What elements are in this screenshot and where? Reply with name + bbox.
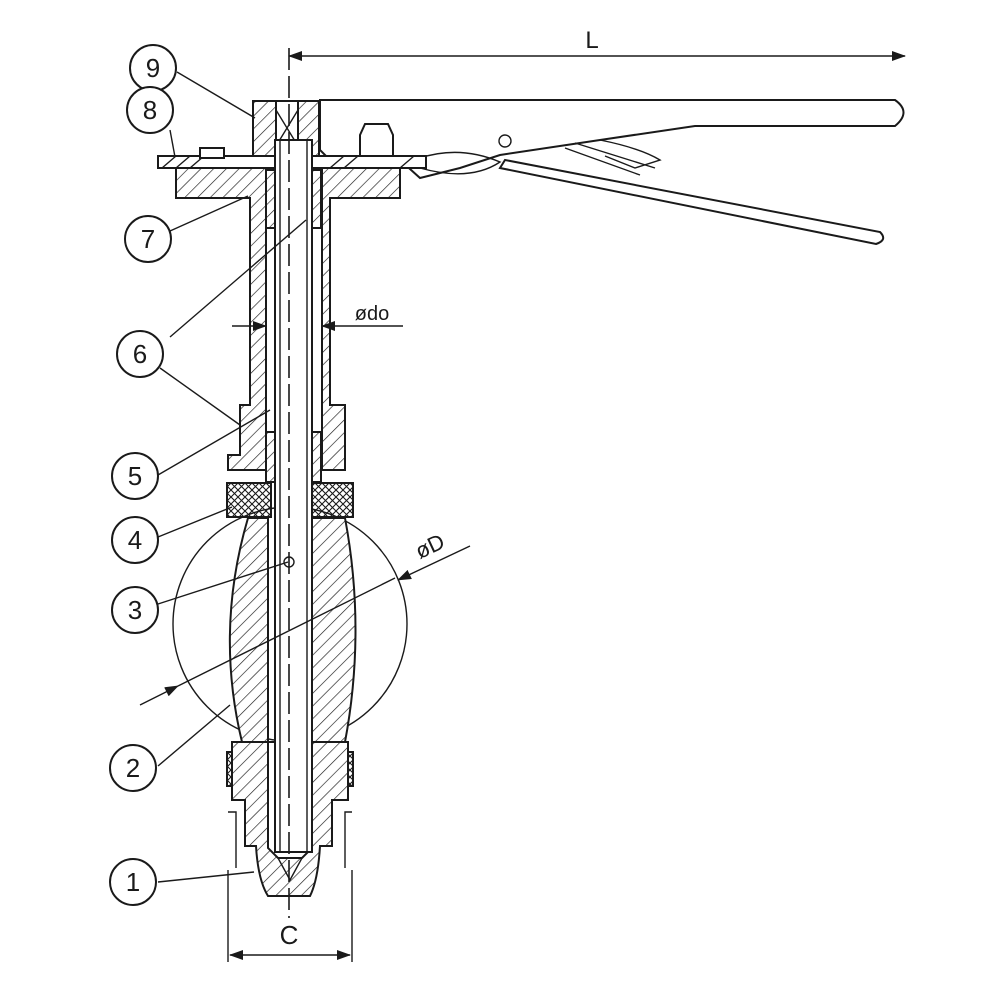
callout-1-label: 1 xyxy=(126,867,140,897)
callout-9: 9 xyxy=(129,44,177,92)
callout-6-label: 6 xyxy=(133,339,147,369)
callout-8: 8 xyxy=(126,86,174,134)
callout-3: 3 xyxy=(111,586,159,634)
dimension-L: L xyxy=(288,27,906,61)
callout-5: 5 xyxy=(111,452,159,500)
callout-3-label: 3 xyxy=(128,595,142,625)
callout-9-label: 9 xyxy=(146,53,160,83)
callout-7: 7 xyxy=(124,215,172,263)
callout-5-label: 5 xyxy=(128,461,142,491)
dimension-stem-diameter-label: ødo xyxy=(355,303,389,325)
callout-4-label: 4 xyxy=(128,525,142,555)
dimension-L-label: L xyxy=(585,27,598,54)
callout-2: 2 xyxy=(109,744,157,792)
dimension-stem-diameter: ødo xyxy=(232,303,403,331)
lever-handle xyxy=(319,99,905,246)
callout-2-label: 2 xyxy=(126,753,140,783)
upper-seal xyxy=(226,482,354,518)
callout-1: 1 xyxy=(109,858,157,906)
callout-6: 6 xyxy=(116,330,164,378)
callout-7-label: 7 xyxy=(141,224,155,254)
disc-hub xyxy=(228,517,357,743)
dimension-C: C xyxy=(227,870,353,962)
stem xyxy=(274,139,313,853)
leader-lines xyxy=(157,71,307,883)
dimension-C-label: C xyxy=(280,920,299,950)
callout-8-label: 8 xyxy=(143,95,157,125)
callout-4: 4 xyxy=(111,516,159,564)
